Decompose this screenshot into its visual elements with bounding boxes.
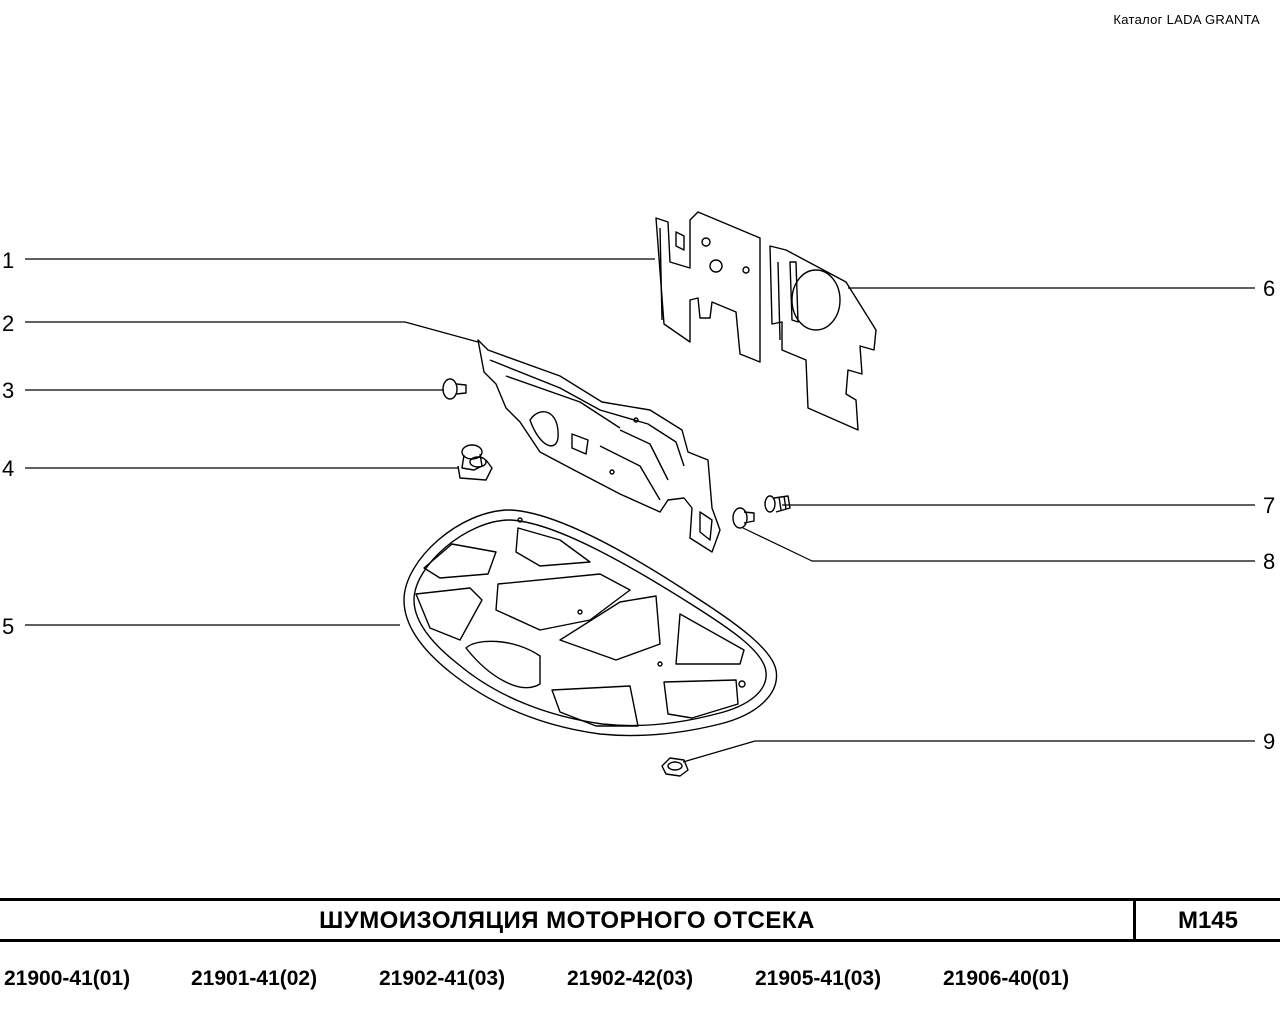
page-title: ШУМОИЗОЛЯЦИЯ МОТОРНОГО ОТСЕКА [319, 907, 815, 934]
part-2-insulation-bracket [477, 339, 721, 553]
model-code: 21900-41(01) [4, 967, 131, 990]
callout-4: 4 [2, 456, 15, 481]
callout-8: 8 [1263, 549, 1276, 574]
model-code: 21905-41(03) [755, 967, 882, 990]
model-code: 21902-42(03) [567, 967, 694, 990]
model-code: 21906-40(01) [943, 967, 1070, 990]
part-1-shield-panel [655, 211, 761, 363]
part-8-cap-clip [732, 507, 755, 529]
callout-3: 3 [2, 378, 15, 403]
part-5-hood-mat [403, 509, 778, 737]
part-6-shield-panel [769, 245, 877, 431]
callout-5: 5 [2, 614, 15, 639]
callout-2: 2 [2, 311, 15, 336]
model-code: 21901-41(02) [191, 967, 318, 990]
catalog-label: Каталог LADA GRANTA [1113, 12, 1260, 27]
part-7-bolt [764, 495, 791, 513]
part-9-nut-clip [661, 757, 689, 777]
page-code: М145 [1177, 907, 1239, 934]
leader-line-9 [682, 740, 1255, 763]
callout-1: 1 [2, 248, 15, 273]
callout-9: 9 [1263, 729, 1276, 754]
leader-line-8 [742, 527, 1255, 562]
leader-line-2 [25, 321, 479, 343]
leader-lines [25, 258, 1255, 763]
title-bar: ШУМОИЗОЛЯЦИЯ МОТОРНОГО ОТСЕКА М145 [0, 898, 1280, 942]
part-4-bump-stop [457, 444, 493, 481]
callout-6: 6 [1263, 276, 1276, 301]
callout-7: 7 [1263, 493, 1276, 518]
model-code: 21902-41(03) [379, 967, 506, 990]
part-3-push-clip [442, 378, 467, 400]
model-list: 21900-41(01) 21901-41(02) 21902-41(03) 2… [0, 967, 1280, 993]
title-divider [1133, 901, 1136, 939]
